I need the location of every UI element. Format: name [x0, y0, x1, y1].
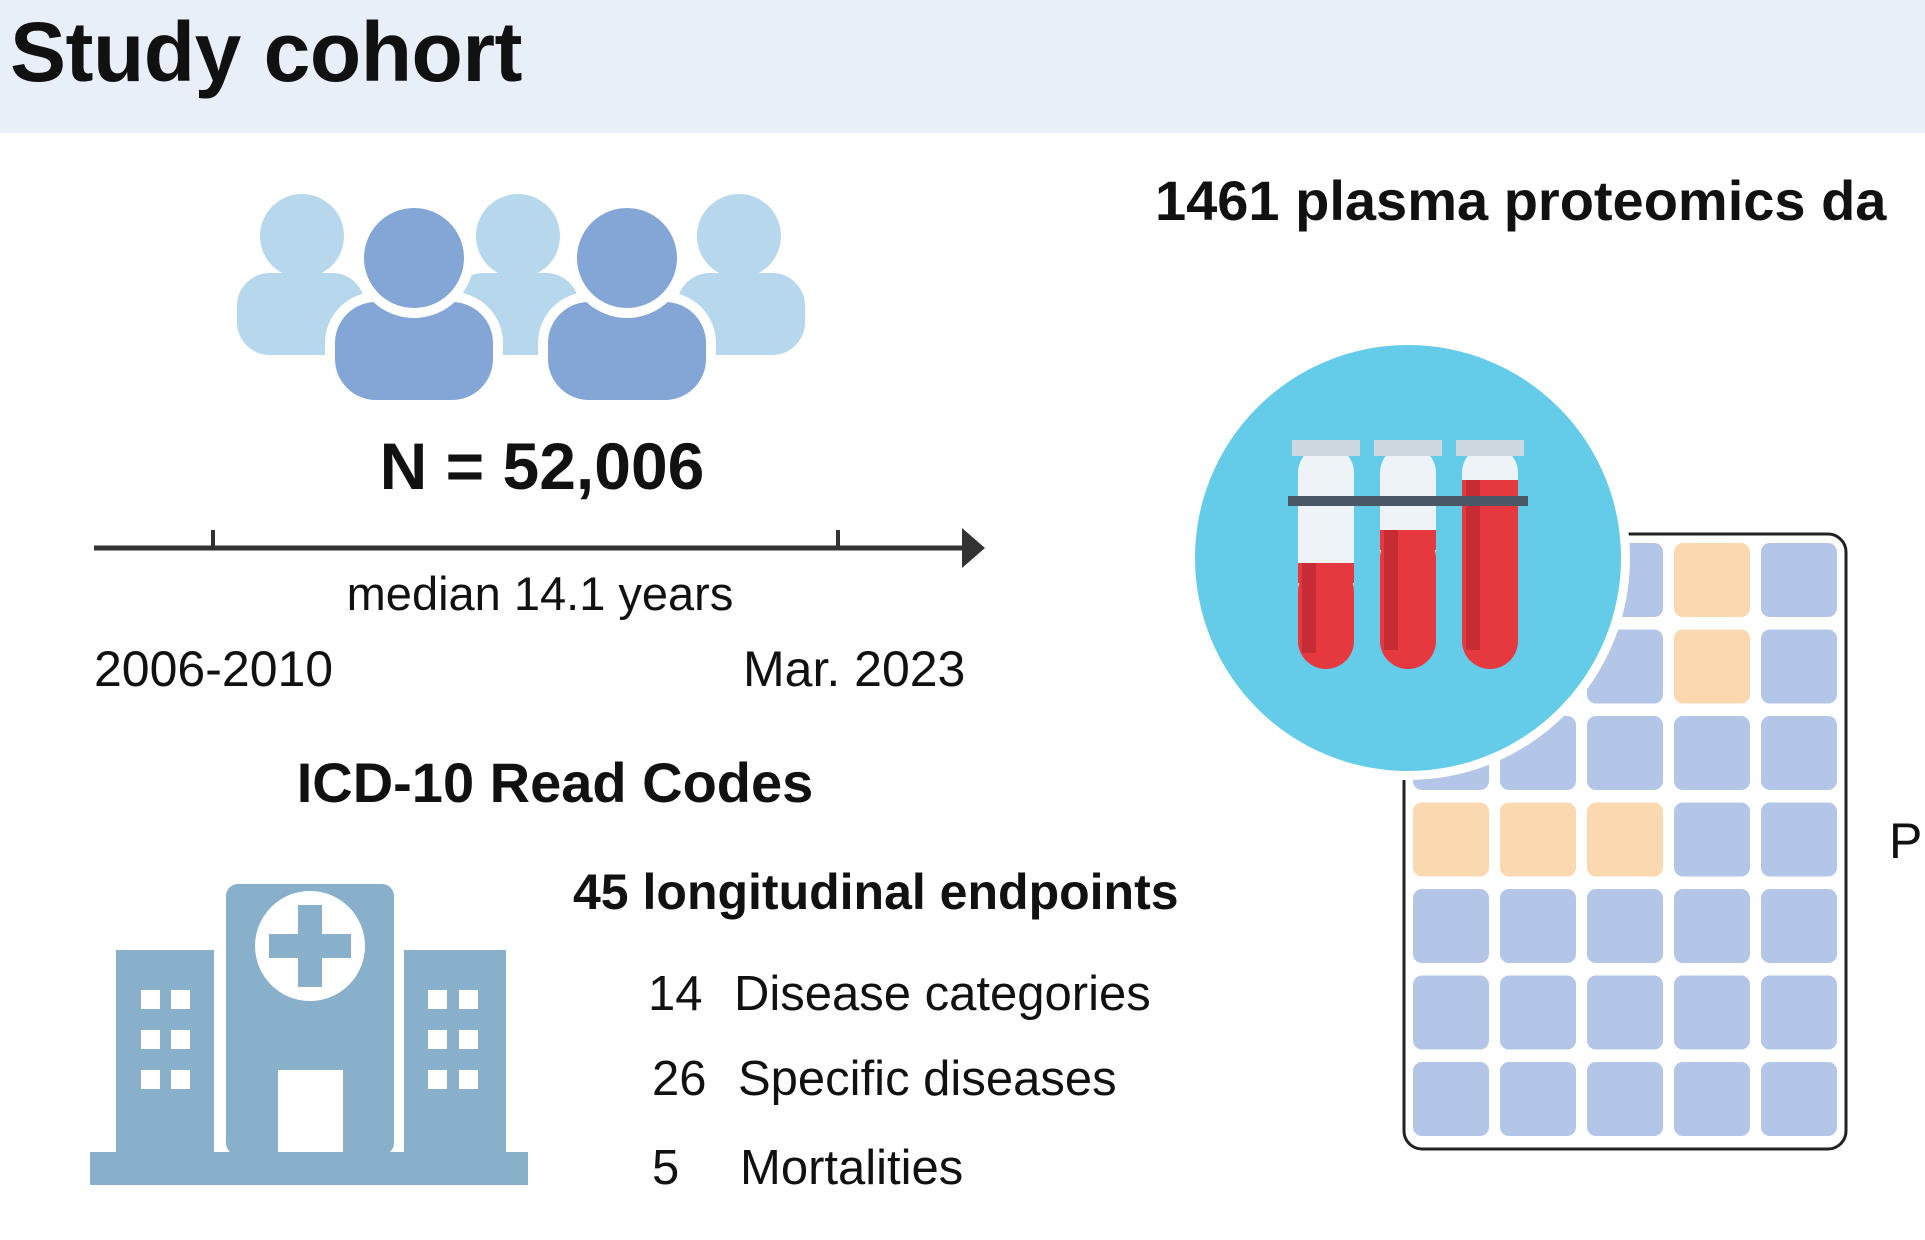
matrix-cell: [1761, 629, 1837, 704]
matrix-cell: [1674, 543, 1750, 617]
matrix-cell: [1761, 543, 1837, 617]
matrix-cell: [1674, 889, 1750, 963]
matrix-cell: [1674, 1062, 1750, 1136]
timeline-end-label: Mar. 2023: [743, 641, 966, 697]
cropped-edge-label: P: [1889, 813, 1923, 869]
endpoint-count: 5: [652, 1141, 680, 1195]
endpoint-label: Mortalities: [740, 1141, 964, 1195]
icd-codes-label: ICD-10 Read Codes: [296, 751, 814, 814]
matrix-cell: [1761, 802, 1837, 877]
endpoints-title: 45 longitudinal endpoints: [573, 864, 1179, 920]
matrix-cell: [1587, 975, 1663, 1050]
matrix-cell: [1587, 802, 1663, 877]
matrix-cell: [1500, 802, 1576, 877]
header-band: [0, 0, 1925, 133]
people-group-icon: [227, 194, 815, 410]
matrix-cell: [1500, 975, 1576, 1050]
matrix-cell: [1500, 1062, 1576, 1136]
matrix-cell: [1674, 975, 1750, 1050]
matrix-cell: [1761, 975, 1837, 1050]
endpoint-label: Specific diseases: [738, 1052, 1117, 1106]
matrix-cell: [1674, 629, 1750, 704]
timeline-start-label: 2006-2010: [94, 641, 334, 697]
endpoint-count: 26: [652, 1052, 707, 1106]
matrix-cell: [1761, 889, 1837, 963]
matrix-cell: [1674, 716, 1750, 790]
matrix-cell: [1413, 802, 1489, 877]
hospital-building-icon: [90, 884, 528, 1185]
median-followup-label: median 14.1 years: [346, 567, 734, 620]
matrix-cell: [1413, 1062, 1489, 1136]
matrix-cell: [1761, 1062, 1837, 1136]
matrix-cell: [1500, 889, 1576, 963]
endpoint-count: 14: [648, 967, 703, 1021]
matrix-cell: [1761, 716, 1837, 790]
matrix-cell: [1587, 889, 1663, 963]
blood-test-tubes-icon: [1186, 336, 1630, 780]
page-title: Study cohort: [10, 5, 523, 99]
matrix-cell: [1413, 889, 1489, 963]
cohort-size-label: N = 52,006: [379, 429, 705, 503]
timeline-arrow: [94, 528, 985, 568]
matrix-cell: [1587, 716, 1663, 790]
matrix-cell: [1674, 802, 1750, 877]
matrix-cell: [1587, 1062, 1663, 1136]
matrix-cell: [1413, 975, 1489, 1050]
endpoint-label: Disease categories: [734, 967, 1151, 1021]
proteomics-title: 1461 plasma proteomics da: [1155, 169, 1887, 232]
